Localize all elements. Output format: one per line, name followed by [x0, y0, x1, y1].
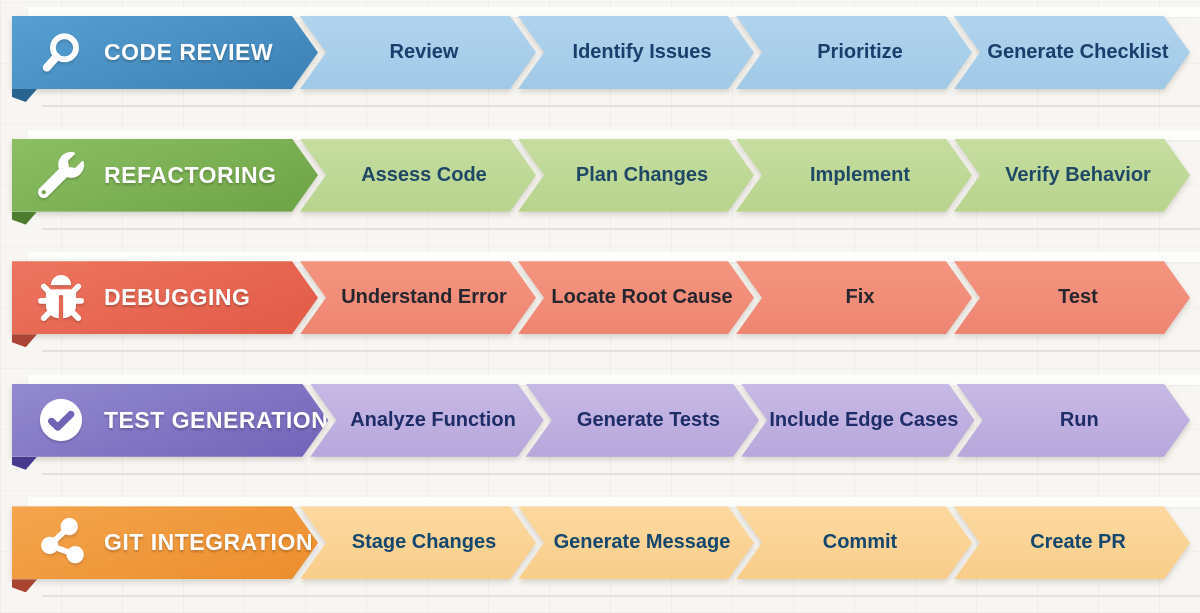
process-bar: GIT INTEGRATION Stage Changes Generate M… [12, 506, 1190, 579]
process-bar: DEBUGGING Understand Error Locate Root C… [12, 261, 1190, 334]
row-separator [42, 472, 1200, 475]
row-header-test-generation: TEST GENERATION [12, 384, 328, 457]
workflow-row-git-integration: GIT INTEGRATION Stage Changes Generate M… [0, 490, 1200, 613]
step-label: Stage Changes [351, 531, 497, 554]
step-chevron: Analyze Function [310, 384, 543, 457]
check-circle-icon [38, 397, 84, 443]
row-top-highlight [28, 497, 1200, 508]
step-chevron: Review [300, 16, 536, 89]
process-bar: REFACTORING Assess Code Plan Changes Imp… [12, 139, 1190, 212]
step-label: Verify Behavior [1005, 163, 1151, 186]
step-label: Identify Issues [572, 41, 712, 63]
step-chevron: Stage Changes [300, 506, 536, 579]
step-label: Commit [822, 531, 898, 554]
row-separator [42, 350, 1200, 353]
row-top-highlight [28, 129, 1200, 140]
row-title: GIT INTEGRATION [104, 529, 313, 556]
step-label: Generate Tests [576, 408, 720, 431]
row-separator [42, 227, 1200, 230]
bug-icon [38, 275, 84, 321]
step-label: Locate Root Cause [551, 286, 733, 309]
step-chevron: Prioritize [736, 16, 972, 89]
step-chevron: Create PR [954, 506, 1190, 579]
step-label: Assess Code [361, 163, 487, 186]
step-label: Create PR [1030, 531, 1126, 554]
step-label: Implement [809, 163, 911, 186]
step-chevron: Include Edge Cases [741, 384, 974, 457]
step-chevron: Identify Issues [518, 16, 754, 89]
row-top-highlight [28, 7, 1200, 17]
step-label: Test [1058, 286, 1098, 309]
step-chevron: Generate Message [518, 506, 754, 579]
step-label: Analyze Function [350, 408, 516, 431]
row-title: CODE REVIEW [104, 39, 274, 65]
step-label: Prioritize [817, 41, 903, 63]
process-bar: CODE REVIEW Review Identify Issues Prior… [12, 16, 1190, 89]
step-chevron: Test [954, 261, 1190, 334]
row-title: TEST GENERATION [104, 406, 329, 433]
row-title: DEBUGGING [104, 284, 251, 311]
workflow-row-test-generation: TEST GENERATION Analyze Function Generat… [0, 368, 1200, 491]
step-chevron: Plan Changes [518, 139, 754, 212]
process-bar: TEST GENERATION Analyze Function Generat… [12, 384, 1190, 457]
step-chevron: Generate Checklist [954, 16, 1190, 89]
step-chevron: Implement [736, 139, 972, 212]
step-chevron: Commit [736, 506, 972, 579]
row-separator [42, 595, 1200, 598]
step-chevron: Locate Root Cause [518, 261, 754, 334]
row-header-code-review: CODE REVIEW [12, 16, 318, 89]
ribbon-fold [12, 89, 37, 102]
git-network-icon [34, 516, 89, 571]
step-label: Include Edge Cases [769, 408, 959, 431]
step-chevron: Generate Tests [526, 384, 759, 457]
wrench-icon [38, 152, 84, 198]
workflow-row-refactoring: REFACTORING Assess Code Plan Changes Imp… [0, 123, 1200, 246]
row-title: REFACTORING [104, 161, 277, 188]
row-header-debugging: DEBUGGING [12, 261, 318, 334]
step-label: Run [1059, 408, 1099, 431]
step-chevron: Assess Code [300, 139, 536, 212]
search-icon [38, 30, 84, 76]
workflow-row-code-review: CODE REVIEW Review Identify Issues Prior… [0, 0, 1200, 123]
row-header-refactoring: REFACTORING [12, 139, 318, 212]
row-header-git-integration: GIT INTEGRATION [12, 506, 318, 579]
step-chevron: Verify Behavior [954, 139, 1190, 212]
row-top-highlight [28, 374, 1200, 385]
ribbon-fold [12, 211, 37, 225]
ribbon-fold [12, 334, 37, 348]
ribbon-fold [12, 579, 37, 593]
row-top-highlight [28, 252, 1200, 263]
step-label: Review [389, 41, 459, 63]
step-chevron: Fix [736, 261, 972, 334]
step-label: Generate Message [553, 531, 731, 554]
ribbon-fold [12, 456, 37, 470]
step-chevron: Understand Error [300, 261, 536, 334]
workflow-row-debugging: DEBUGGING Understand Error Locate Root C… [0, 245, 1200, 368]
step-label: Fix [845, 286, 875, 309]
row-separator [42, 105, 1200, 107]
step-label: Generate Checklist [987, 41, 1169, 63]
step-label: Plan Changes [575, 163, 709, 186]
step-chevron: Run [957, 384, 1190, 457]
step-label: Understand Error [341, 286, 507, 309]
